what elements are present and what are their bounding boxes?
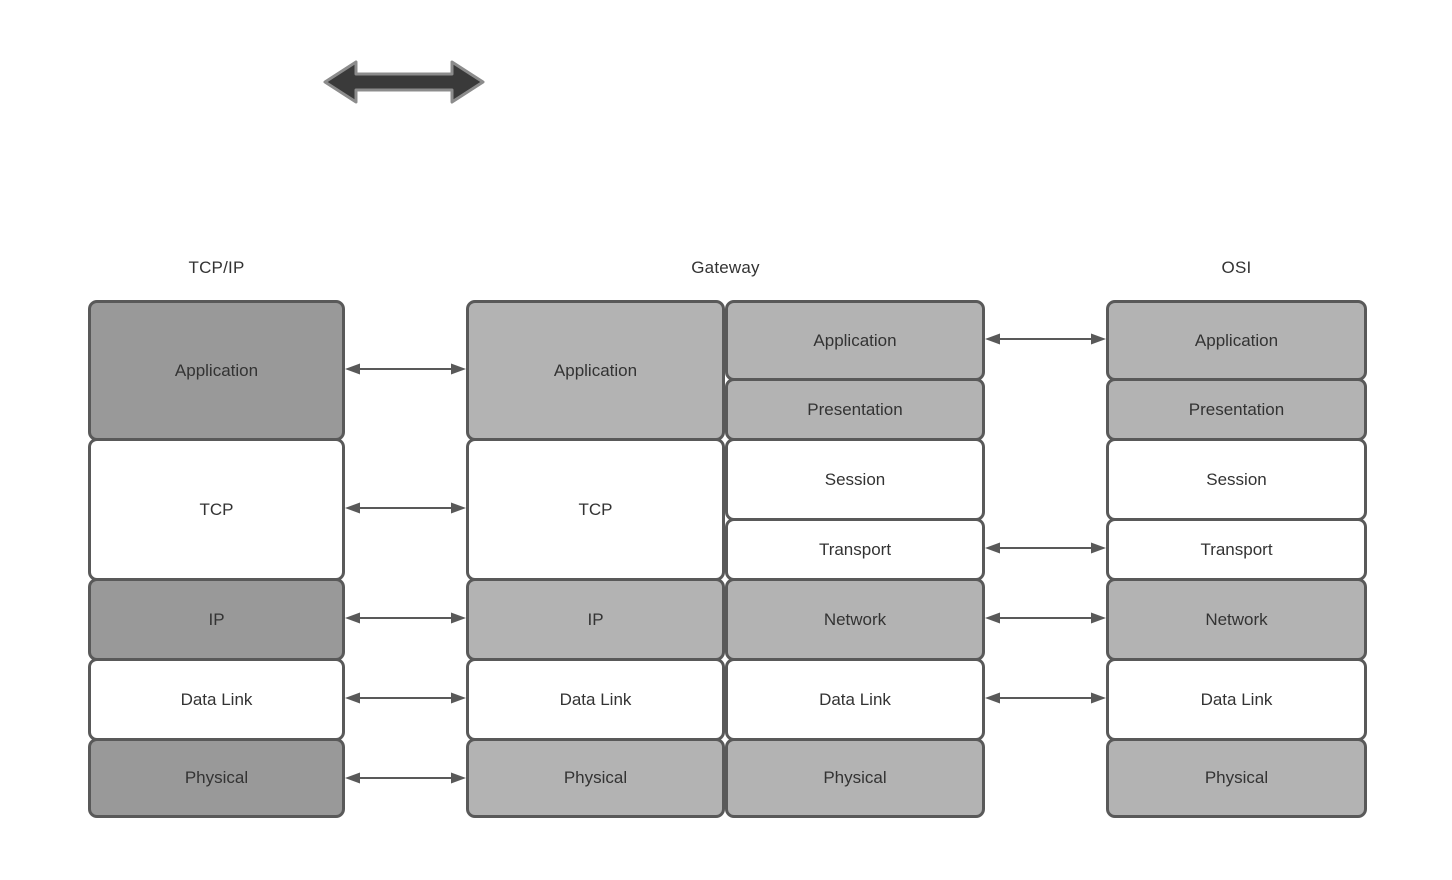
gateway-right-layer-session: Session: [725, 438, 985, 521]
gateway-left-layer-tcp: TCP: [466, 438, 725, 581]
osi-layer-session: Session: [1106, 438, 1367, 521]
osi-layer-network: Network: [1106, 578, 1367, 661]
connector-tcpip-gateway-ip: [345, 612, 466, 624]
gateway-left-layer-application: Application: [466, 300, 725, 441]
thick-double-arrow-icon: [323, 60, 485, 104]
gateway-right-layer-transport: Transport: [725, 518, 985, 581]
osi-layer-presentation: Presentation: [1106, 378, 1367, 441]
osi-layer-datalink: Data Link: [1106, 658, 1367, 741]
column-header-osi: OSI: [1221, 258, 1252, 277]
gateway-right-layer-network: Network: [725, 578, 985, 661]
connector-gateway-osi-application: [985, 333, 1106, 345]
column-header-gateway: Gateway: [691, 258, 760, 277]
connector-tcpip-gateway-tcp: [345, 502, 466, 514]
tcpip-layer-ip: IP: [88, 578, 345, 661]
tcpip-layer-tcp: TCP: [88, 438, 345, 581]
gateway-left-layer-datalink: Data Link: [466, 658, 725, 741]
tcpip-layer-datalink: Data Link: [88, 658, 345, 741]
osi-layer-transport: Transport: [1106, 518, 1367, 581]
connector-gateway-osi-datalink: [985, 692, 1106, 704]
connector-tcpip-gateway-application: [345, 363, 466, 375]
gateway-right-layer-presentation: Presentation: [725, 378, 985, 441]
tcpip-layer-application: Application: [88, 300, 345, 441]
tcpip-layer-physical: Physical: [88, 738, 345, 818]
osi-layer-physical: Physical: [1106, 738, 1367, 818]
osi-layer-application: Application: [1106, 300, 1367, 381]
gateway-left-layer-physical: Physical: [466, 738, 725, 818]
connector-tcpip-gateway-physical: [345, 772, 466, 784]
connector-gateway-osi-transport: [985, 542, 1106, 554]
column-header-tcpip: TCP/IP: [188, 258, 245, 277]
connector-gateway-osi-network: [985, 612, 1106, 624]
gateway-left-layer-ip: IP: [466, 578, 725, 661]
gateway-right-layer-physical: Physical: [725, 738, 985, 818]
gateway-right-layer-datalink: Data Link: [725, 658, 985, 741]
connector-tcpip-gateway-datalink: [345, 692, 466, 704]
gateway-right-layer-application: Application: [725, 300, 985, 381]
